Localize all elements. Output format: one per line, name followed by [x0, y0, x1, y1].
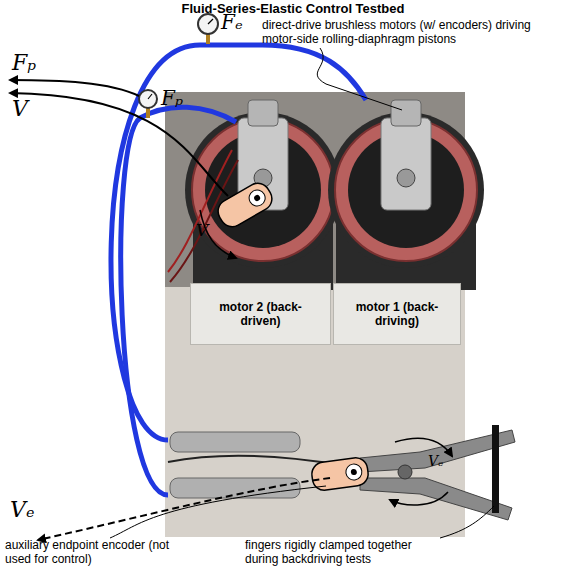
velocity-symbol: Vₑ	[428, 453, 444, 470]
motor-ring	[335, 119, 477, 261]
horn-pin	[253, 194, 261, 202]
motor-base-plate: motor 2 (back-driven)	[190, 283, 331, 345]
gauge-needle	[208, 19, 213, 24]
gripper-finger	[360, 430, 515, 472]
velocity-symbol: V	[196, 220, 208, 240]
pressure-gauge	[139, 90, 157, 108]
piston-mechanism	[381, 118, 431, 210]
pressure-gauge	[198, 14, 218, 34]
clamp-bar	[492, 425, 499, 513]
force-symbol: Fₚ	[12, 50, 36, 76]
leader-line	[440, 506, 494, 538]
rolling-diaphragm-piston	[391, 100, 421, 126]
annotation: fingers rigidly clamped together during …	[245, 538, 445, 567]
motor-base-plate: motor 1 (back-driving)	[333, 283, 461, 345]
gauge-stem	[146, 108, 150, 118]
encoder-cable	[168, 456, 340, 465]
motor-label: motor 2 (back-driven)	[211, 300, 311, 329]
photo-background	[165, 92, 465, 537]
horn-pin	[350, 469, 357, 476]
leader-line	[110, 486, 326, 538]
gauge-needle	[148, 94, 152, 99]
signal-line	[10, 93, 228, 196]
leader-line	[317, 48, 402, 110]
motor-housing	[185, 112, 341, 268]
velocity-symbol: Vₑ	[10, 497, 34, 523]
motor-housing	[328, 112, 484, 268]
annotation: direct-drive brushless motors (w/ encode…	[262, 18, 537, 47]
hose	[111, 45, 366, 440]
motor-label: motor 1 (back-driving)	[347, 300, 447, 329]
velocity-symbol: V	[12, 96, 28, 122]
horn-body	[214, 179, 276, 231]
motion-arrow	[390, 492, 448, 505]
dashed-signal-line	[38, 478, 330, 540]
motor-ring	[192, 119, 334, 261]
valve-body	[170, 478, 300, 498]
gripper-pivot	[398, 465, 412, 479]
horn-hole	[345, 463, 363, 481]
valve-body	[170, 432, 300, 452]
title: Fluid-Series-Elastic Control Testbed	[0, 1, 586, 17]
horn-hole	[246, 187, 268, 209]
annotation: auxiliary endpoint encoder (not used for…	[5, 538, 170, 567]
bearing	[397, 169, 415, 187]
force-symbol: Fₑ	[221, 10, 243, 34]
rolling-diaphragm-piston	[248, 100, 278, 126]
force-symbol: Fₚ	[161, 86, 183, 110]
motor-horn	[214, 179, 276, 231]
gripper-finger	[360, 478, 512, 520]
